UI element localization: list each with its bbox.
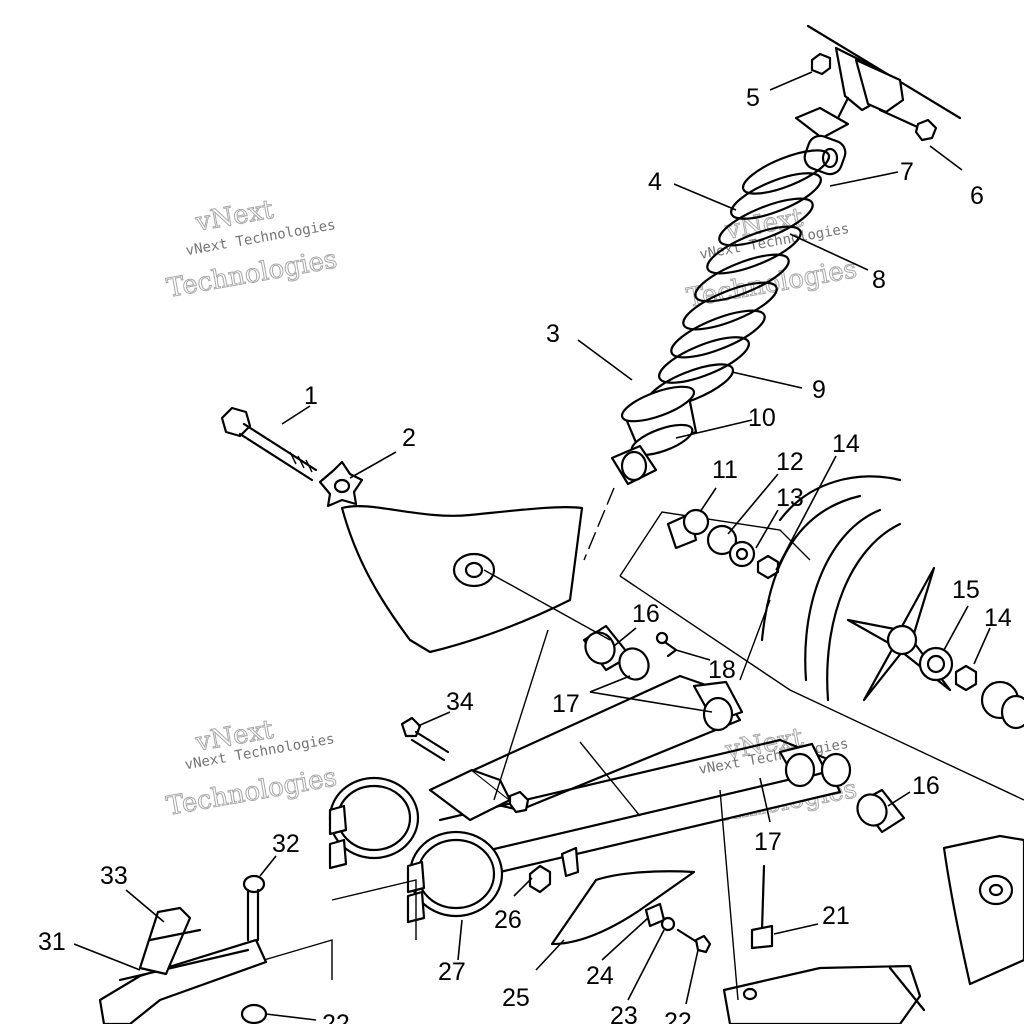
nut-14-lower — [954, 664, 978, 692]
bushing-16-lower — [856, 788, 906, 834]
callout-8: 8 — [872, 266, 886, 294]
clamp-27 — [328, 776, 504, 924]
callout-6: 6 — [970, 182, 984, 210]
callout-34: 34 — [446, 688, 474, 716]
nut-5 — [810, 52, 832, 76]
callout-11: 11 — [712, 456, 738, 484]
callout-13: 13 — [776, 484, 804, 512]
callout-33: 32 — [272, 830, 300, 858]
callout-14-upper: 14 — [832, 430, 860, 458]
swing-arm — [428, 674, 852, 874]
lower-bracket-plate — [722, 964, 926, 1024]
callout-32: 33 — [100, 862, 128, 890]
coil-spring — [645, 149, 831, 409]
spacer-15 — [918, 646, 954, 682]
callout-24: 24 — [586, 962, 614, 990]
callout-17-upper: 17 — [552, 690, 580, 718]
star-washer-2 — [318, 460, 364, 508]
watermark-left-bottom: vNext Technologies vNext Technologies — [164, 714, 340, 822]
callout-17-lower: 17 — [754, 828, 782, 856]
callout-9: 9 — [812, 376, 826, 404]
callout-27: 27 — [438, 958, 466, 986]
callout-25: 25 — [502, 984, 530, 1012]
bolt-34 — [400, 716, 450, 762]
pin-21 — [750, 864, 774, 950]
right-side-bracket — [942, 834, 1024, 986]
grease-fitting-18 — [655, 631, 678, 658]
callout-15: 15 — [952, 576, 980, 604]
callout-7: 7 — [900, 158, 914, 186]
watermark-left-top: vNext Technologies vNext Technologies — [164, 194, 340, 304]
callout-5: 5 — [746, 84, 760, 112]
lower-nut-22-left — [240, 1003, 268, 1024]
callout-4: 4 — [648, 168, 662, 196]
guard-25 — [550, 870, 696, 946]
wheel-section — [619, 475, 1024, 801]
washer-23 — [660, 916, 676, 932]
callout-numbers: 5 6 7 4 8 3 9 10 1 2 11 12 13 14 15 14 1… — [38, 84, 1012, 1024]
callout-16-lower: 16 — [912, 772, 940, 800]
bolt-33 — [242, 874, 266, 942]
callout-16-upper: 16 — [632, 600, 660, 628]
bracket-32 — [138, 906, 202, 976]
callout-31: 31 — [38, 928, 66, 956]
nut-26 — [528, 846, 580, 894]
leader-lines — [73, 71, 991, 1021]
callout-14-lower: 14 — [984, 604, 1012, 632]
callout-23: 23 — [610, 1002, 638, 1024]
callout-2: 2 — [402, 424, 416, 452]
front-arm-31 — [98, 879, 417, 1024]
callout-21: 21 — [822, 902, 850, 930]
shock-absorber — [610, 134, 847, 486]
callout-22-right: 22 — [664, 1008, 692, 1024]
callout-12: 12 — [776, 448, 804, 476]
callout-10: 10 — [748, 404, 776, 432]
callout-26: 26 — [494, 906, 522, 934]
bolt-1 — [220, 406, 318, 482]
callout-3: 3 — [546, 320, 560, 348]
callout-22-left: 22 — [322, 1010, 350, 1024]
shield-plate — [340, 504, 584, 654]
callout-18: 18 — [708, 656, 736, 684]
bolt-6 — [878, 108, 938, 142]
bushing-17-upper — [618, 647, 650, 681]
bolt-22-right — [676, 928, 712, 954]
callout-1: 1 — [304, 382, 318, 410]
upper-mount-bracket — [794, 24, 962, 140]
right-edge-washers — [980, 680, 1024, 730]
reference-lines — [483, 487, 771, 1001]
hardware-group-11-14 — [619, 508, 811, 580]
